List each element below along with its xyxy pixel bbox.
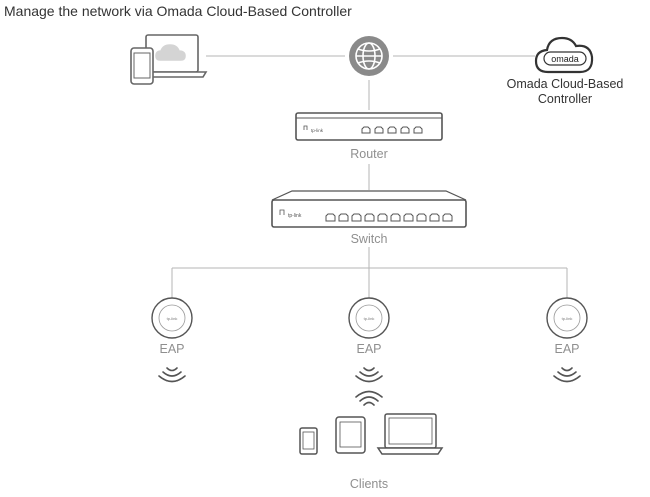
controller-label: Omada Cloud-Based Controller: [507, 77, 624, 107]
wifi-signal-icon: [553, 367, 581, 383]
wifi-signal-icon: [355, 390, 383, 406]
globe-icon: [349, 36, 389, 76]
diagram-title: Manage the network via Omada Cloud-Based…: [4, 3, 352, 19]
eap-label-3: EAP: [554, 342, 580, 356]
eap-label-2: EAP: [356, 342, 382, 356]
eap-device-1: tp-link: [151, 297, 193, 339]
eap-brand-3: tp-link: [562, 316, 573, 321]
wifi-signal-icon: [355, 367, 383, 383]
omada-logo-text: omada: [551, 54, 579, 64]
eap-brand-1: tp-link: [167, 316, 178, 321]
router-ports: [361, 126, 423, 134]
switch-ports: [325, 213, 453, 222]
router-device: tp-link: [295, 112, 443, 141]
tablet-icon: [335, 416, 366, 454]
smartphone-icon: [299, 427, 318, 455]
router-label: Router: [350, 147, 388, 161]
cloud-icon: omada: [534, 36, 594, 74]
connection-lines: [171, 55, 568, 298]
eap-brand-2: tp-link: [364, 316, 375, 321]
eap-label-1: EAP: [159, 342, 185, 356]
clients-label: Clients: [349, 477, 389, 491]
wifi-signal-icon: [158, 367, 186, 383]
eap-device-2: tp-link: [348, 297, 390, 339]
switch-label: Switch: [350, 232, 388, 246]
controller-label-line2: Controller: [537, 92, 593, 106]
router-brand: tp-link: [311, 128, 324, 133]
eap-device-3: tp-link: [546, 297, 588, 339]
switch-brand: tp-link: [288, 213, 302, 219]
laptop-with-phone-cloud-icon: [130, 34, 208, 85]
switch-device: tp-link: [271, 190, 467, 228]
controller-label-line1: Omada Cloud-Based: [506, 77, 624, 91]
laptop-icon: [376, 413, 444, 455]
